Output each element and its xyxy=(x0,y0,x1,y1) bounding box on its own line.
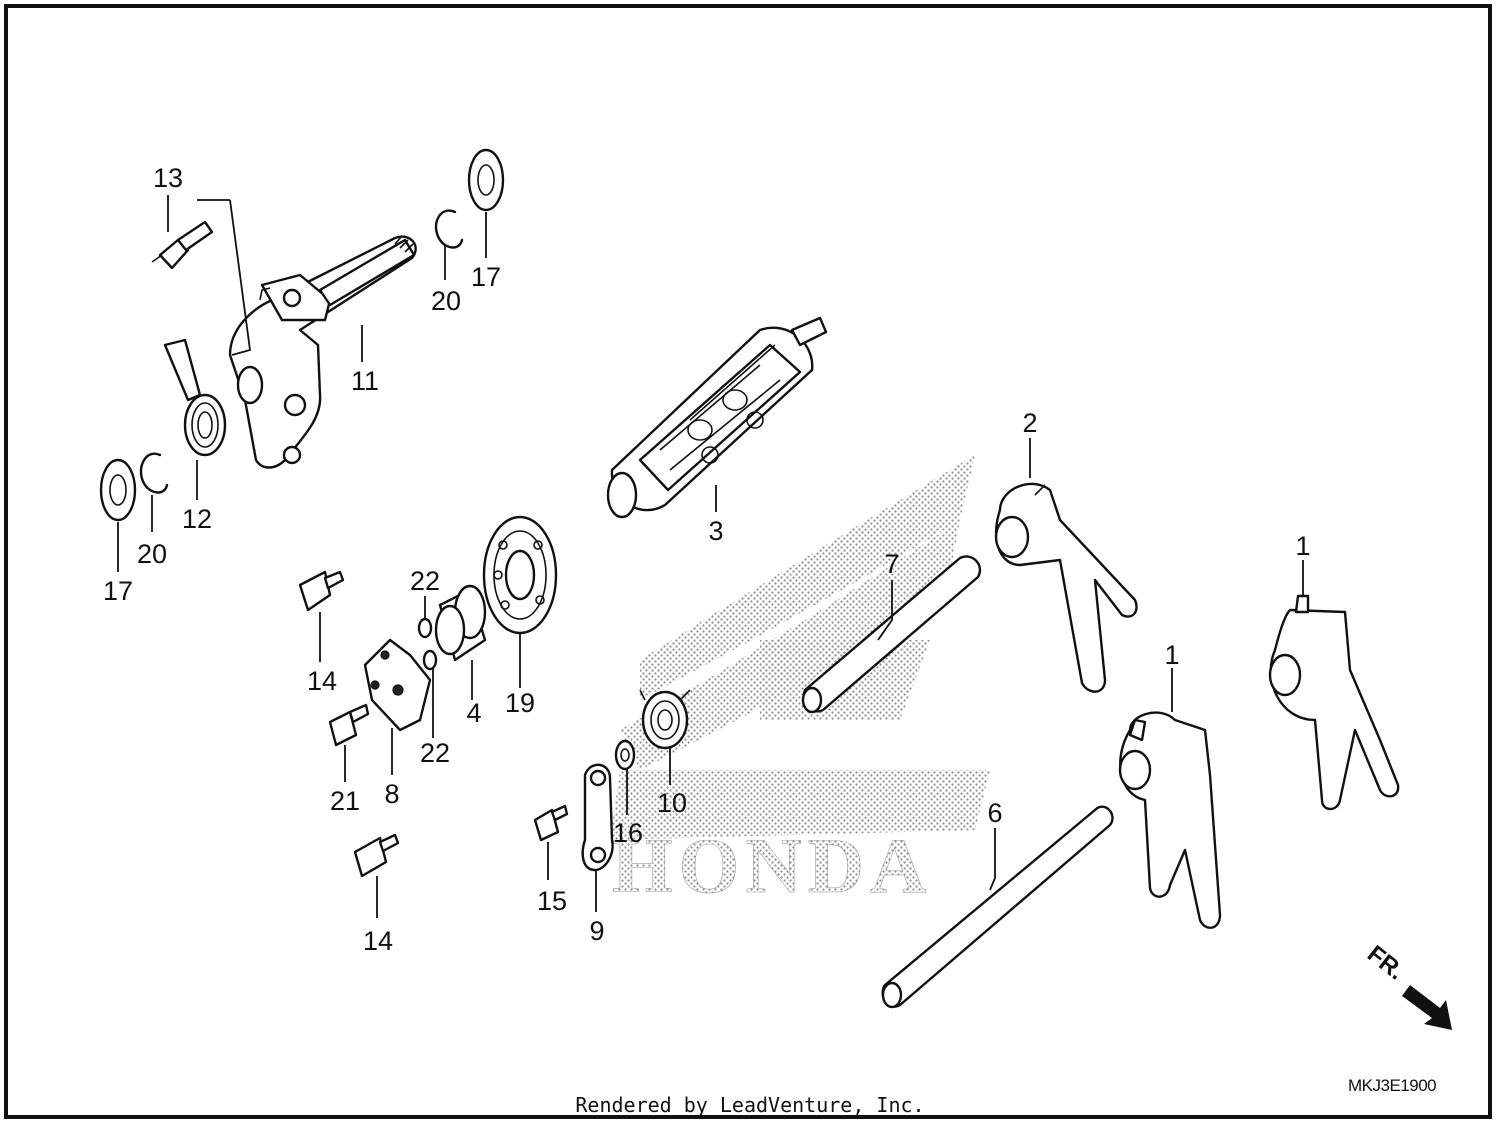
callout-2: 2 xyxy=(1022,408,1037,438)
honda-wing-watermark: HONDA xyxy=(610,455,990,909)
callout-16: 16 xyxy=(613,818,643,848)
front-direction-indicator: FR. xyxy=(1362,940,1452,1030)
callout-15: 15 xyxy=(537,886,567,916)
part-21-bolt xyxy=(328,703,370,747)
part-7-fork-shaft xyxy=(801,555,982,714)
render-credit: Rendered by LeadVenture, Inc. xyxy=(575,1093,925,1117)
front-label: FR. xyxy=(1362,940,1409,985)
part-14-bolt-upper xyxy=(298,570,345,612)
part-4-collar xyxy=(434,584,487,662)
leader-lines xyxy=(117,195,1304,918)
part-6-fork-shaft xyxy=(881,805,1114,1009)
part-8-drum-center xyxy=(363,638,432,732)
callout-10: 10 xyxy=(657,788,687,818)
part-22-pin-lower xyxy=(422,649,438,671)
callout-4: 4 xyxy=(466,698,481,728)
diagram-code: MKJ3E1900 xyxy=(1348,1076,1437,1095)
part-1-shift-fork-middle xyxy=(1118,711,1222,929)
part-20-circlip-lower xyxy=(139,452,169,494)
callout-13: 13 xyxy=(153,163,183,193)
callout-6: 6 xyxy=(987,798,1002,828)
callout-20-upper: 20 xyxy=(431,286,461,316)
callout-20-lower: 20 xyxy=(137,539,167,569)
part-9-stopper-arm xyxy=(581,763,614,872)
callout-3: 3 xyxy=(708,516,723,546)
part-17-washer-lower xyxy=(99,458,137,522)
honda-watermark-text: HONDA xyxy=(612,822,932,909)
part-12-return-spring xyxy=(163,338,227,457)
callout-21: 21 xyxy=(330,786,360,816)
part-10-stopper-spring xyxy=(639,689,691,750)
diagram-frame xyxy=(4,4,1492,1119)
callout-9: 9 xyxy=(589,916,604,946)
part-11-gearshift-spindle xyxy=(228,235,417,469)
callout-17-lower: 17 xyxy=(103,576,133,606)
front-arrow-icon xyxy=(1402,985,1452,1030)
part-19-bearing xyxy=(482,515,558,635)
callout-14-lower: 14 xyxy=(363,926,393,956)
part-20-circlip-upper xyxy=(434,209,464,249)
part-1-shift-fork-right xyxy=(1268,594,1400,811)
callout-1-right: 1 xyxy=(1295,531,1310,561)
part-16-washer xyxy=(614,739,636,771)
part-2-shift-fork xyxy=(994,482,1138,693)
part-14-bolt-lower xyxy=(353,833,400,878)
callouts: 13 11 20 17 12 20 17 3 2 1 1 7 6 22 22 4… xyxy=(103,163,1311,956)
part-13-bolt xyxy=(151,220,214,270)
callout-7: 7 xyxy=(884,549,899,579)
callout-22-lower: 22 xyxy=(420,738,450,768)
part-22-pin-upper xyxy=(417,617,433,639)
part-15-bolt xyxy=(533,804,569,842)
callout-1-middle: 1 xyxy=(1164,640,1179,670)
callout-11: 11 xyxy=(351,366,379,396)
part-17-washer-upper xyxy=(467,148,505,212)
callout-8: 8 xyxy=(384,779,399,809)
callout-12: 12 xyxy=(182,504,212,534)
callout-22-upper: 22 xyxy=(410,566,440,596)
callout-14-upper: 14 xyxy=(307,666,337,696)
callout-19: 19 xyxy=(505,688,535,718)
callout-17-upper: 17 xyxy=(471,262,501,292)
part-3-shift-drum xyxy=(606,316,828,519)
